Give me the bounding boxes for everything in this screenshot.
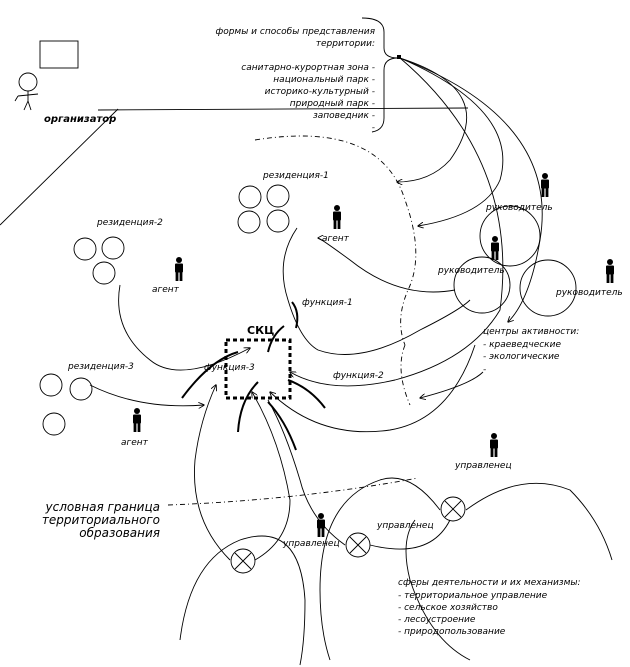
arrow-r1-skc	[282, 227, 471, 355]
leader-3-label: руководитель	[555, 288, 623, 298]
manager-2-label: управленец	[282, 539, 340, 549]
forms-item: заповедник -	[313, 111, 375, 121]
arrow-activity-function2	[420, 371, 484, 398]
manager-curve	[369, 519, 451, 550]
diagonal-line	[0, 108, 119, 226]
residence-1-label: резиденция-1	[262, 171, 329, 181]
manager-1-x	[444, 500, 462, 518]
arrow-r2-skc	[118, 284, 250, 371]
manager-curve	[319, 477, 441, 661]
activity-item: - краеведческие	[483, 340, 561, 350]
boundary-label-2: территориального	[42, 513, 160, 527]
residence-3-label: резиденция-3	[67, 362, 134, 372]
skc-label: СКЦ	[247, 324, 274, 337]
skc-arc	[237, 381, 259, 433]
agent-3-icon	[133, 408, 141, 432]
leader-2-label: руководитель	[437, 266, 505, 276]
manager-curve	[194, 385, 231, 561]
skc-arc	[181, 351, 239, 399]
residence-1-circles	[237, 184, 290, 234]
agent-3-label: агент	[121, 438, 149, 448]
manager-1-node	[440, 496, 466, 522]
skc-arc	[291, 301, 299, 329]
activity-item: -	[483, 365, 486, 375]
manager-1-label: управленец	[454, 461, 512, 471]
organizer-figure	[14, 72, 39, 111]
forms-node	[397, 55, 401, 59]
arrow-skc-function2	[270, 344, 476, 433]
manager-3-x	[349, 536, 367, 554]
forms-item: санитарно-курортная зона -	[241, 63, 375, 73]
residence-3-circles	[39, 373, 93, 436]
leader-3-icon	[606, 259, 614, 283]
manager-curve	[179, 535, 306, 666]
skc-box	[224, 338, 292, 400]
function-1-region	[254, 135, 417, 346]
agent-1-icon	[333, 205, 341, 229]
manager-2-x	[234, 552, 252, 570]
activity-title: центры активности:	[483, 327, 579, 337]
manager-1-icon	[490, 433, 498, 457]
leader-3-circle	[519, 259, 577, 317]
boundary-label-1: условная граница	[45, 500, 160, 514]
arrow-r3-skc	[89, 384, 204, 406]
activity-item: - экологические	[483, 352, 560, 362]
boundary-label-3: образования	[79, 526, 160, 540]
organizer-box	[39, 40, 79, 69]
agent-1-label: агент	[322, 234, 350, 244]
function-2-region	[400, 344, 411, 406]
leader-1-circle	[479, 205, 541, 267]
spheres-item: - территориальное управление	[398, 591, 548, 601]
leader-2-icon	[491, 236, 499, 260]
skc-arc	[267, 325, 285, 353]
forms-block: формы и способы представления территории…	[216, 17, 401, 133]
agent-2-label: агент	[152, 285, 180, 295]
leader-1-icon	[541, 173, 549, 197]
arrow-forms-activity	[399, 57, 543, 322]
arrow-forms-leader1	[399, 57, 504, 226]
skc-arc	[287, 379, 326, 409]
spheres-title: сферы деятельности и их механизмы:	[398, 578, 581, 588]
boundary-line	[167, 477, 419, 506]
leader-1-label: руководитель	[485, 203, 553, 213]
residence-2-label: резиденция-2	[96, 218, 163, 228]
arrow-forms-r1	[397, 57, 468, 182]
forms-item: национальный парк -	[273, 75, 375, 85]
forms-title-1: формы и способы представления	[216, 27, 376, 37]
manager-2-icon	[317, 513, 325, 537]
spheres-item: - лесоустроение	[398, 615, 476, 625]
manager-2-node	[230, 548, 256, 574]
horizontal-line	[97, 107, 469, 111]
agent-2-icon	[175, 257, 183, 281]
arrow-forms-skc	[290, 57, 504, 387]
manager-curve	[465, 482, 613, 561]
function-3-label: функция-3	[204, 363, 255, 373]
forms-item: -	[372, 123, 375, 133]
manager-curve	[267, 399, 346, 546]
organizer-label: организатор	[44, 114, 116, 125]
arrow-leader2-agent1	[318, 238, 456, 293]
manager-3-label: управленец	[376, 521, 434, 531]
forms-item: природный парк -	[290, 99, 375, 109]
spheres-item: - сельское хозяйство	[398, 603, 498, 613]
manager-curve	[405, 519, 471, 661]
residence-2-circles	[73, 236, 125, 285]
forms-title-2: территории:	[316, 39, 375, 49]
function-1-label: функция-1	[302, 298, 353, 308]
forms-item: историко-культурный -	[265, 87, 375, 97]
manager-curve	[252, 392, 291, 561]
spheres-item: - природопользование	[398, 627, 506, 637]
leader-2-circle	[453, 256, 511, 314]
function-2-label: функция-2	[333, 371, 384, 381]
